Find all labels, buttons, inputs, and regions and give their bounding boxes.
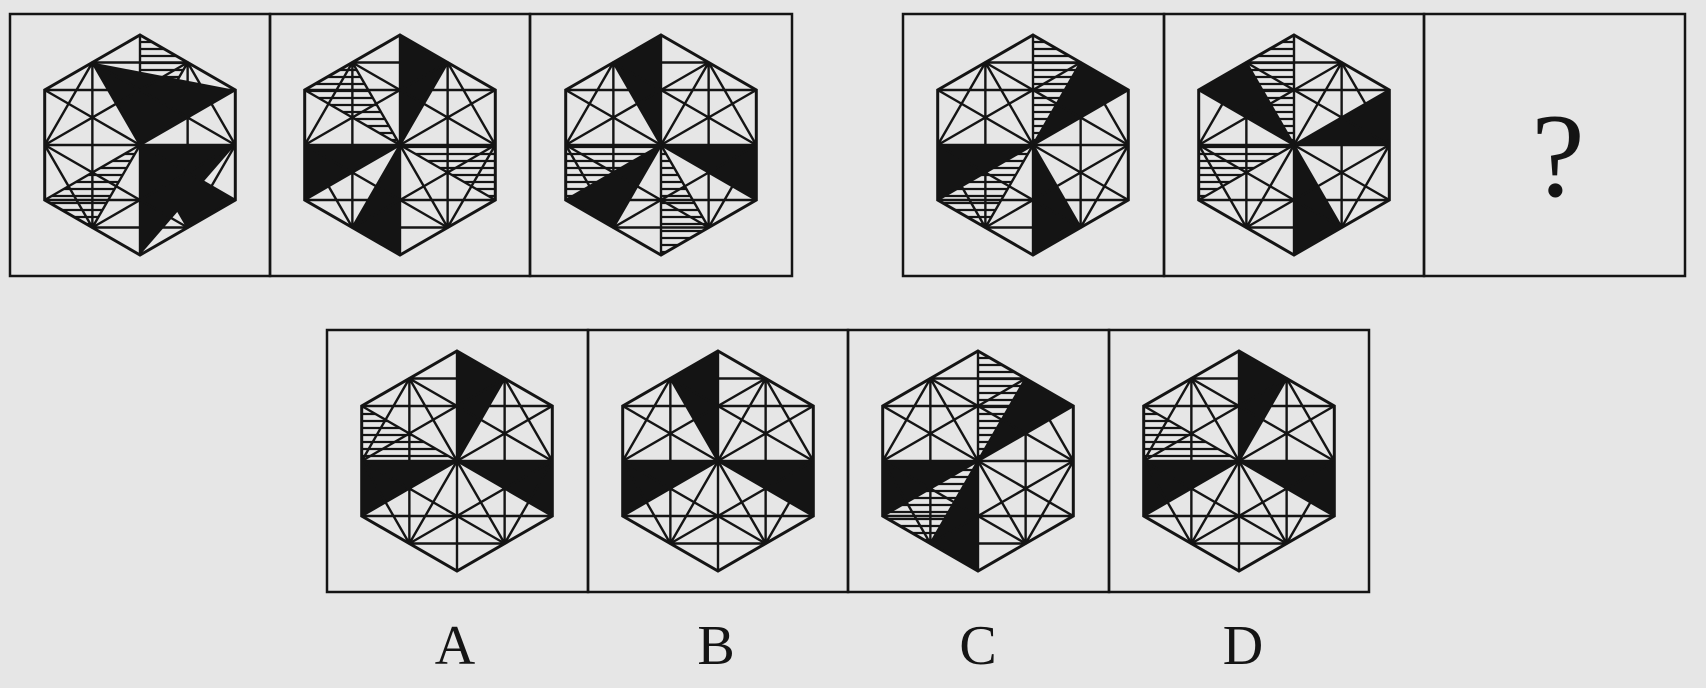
hexagon-outline (1197, 33, 1391, 257)
group1-panel-3 (528, 12, 794, 278)
option-panel-d[interactable] (1107, 328, 1371, 594)
option-figure-d (1142, 349, 1336, 573)
hexagon-outline (881, 349, 1075, 573)
hexagon-outline (621, 349, 815, 573)
option-label-b: B (697, 615, 734, 677)
option-figure-c (881, 349, 1075, 573)
group2-figure-1 (936, 33, 1130, 257)
group1-figure-3 (564, 33, 758, 257)
question-mark: ? (1531, 89, 1584, 222)
option-figure-b (621, 349, 815, 573)
option-figure-a (360, 349, 554, 573)
hexagon-outline (360, 349, 554, 573)
hexagon-lines (1197, 33, 1391, 257)
group-2: ? (901, 12, 1687, 278)
answer-options: A B C D (325, 328, 1371, 677)
hexagon-lines (621, 349, 815, 573)
group2-figure-2 (1197, 33, 1391, 257)
group2-panel-3 (1422, 12, 1687, 278)
group1-figure-2 (303, 33, 497, 257)
hexagon-lines (360, 349, 554, 573)
hexagon-lines (1142, 349, 1336, 573)
hexagon-outline (1142, 349, 1336, 573)
hexagon-outline (936, 33, 1130, 257)
group1-figure-1 (43, 33, 237, 257)
hexagon-outline (564, 33, 758, 257)
hexagon-lines (564, 33, 758, 257)
group-1 (8, 12, 794, 278)
hexagon-lines (43, 33, 237, 257)
hexagon-outline (43, 33, 237, 257)
hexagon-lines (881, 349, 1075, 573)
option-label-a: A (435, 615, 476, 677)
hexagon-lines (303, 33, 497, 257)
option-label-c: C (959, 615, 996, 677)
option-label-d: D (1223, 615, 1263, 677)
hexagon-lines (936, 33, 1130, 257)
hexagon-outline (303, 33, 497, 257)
